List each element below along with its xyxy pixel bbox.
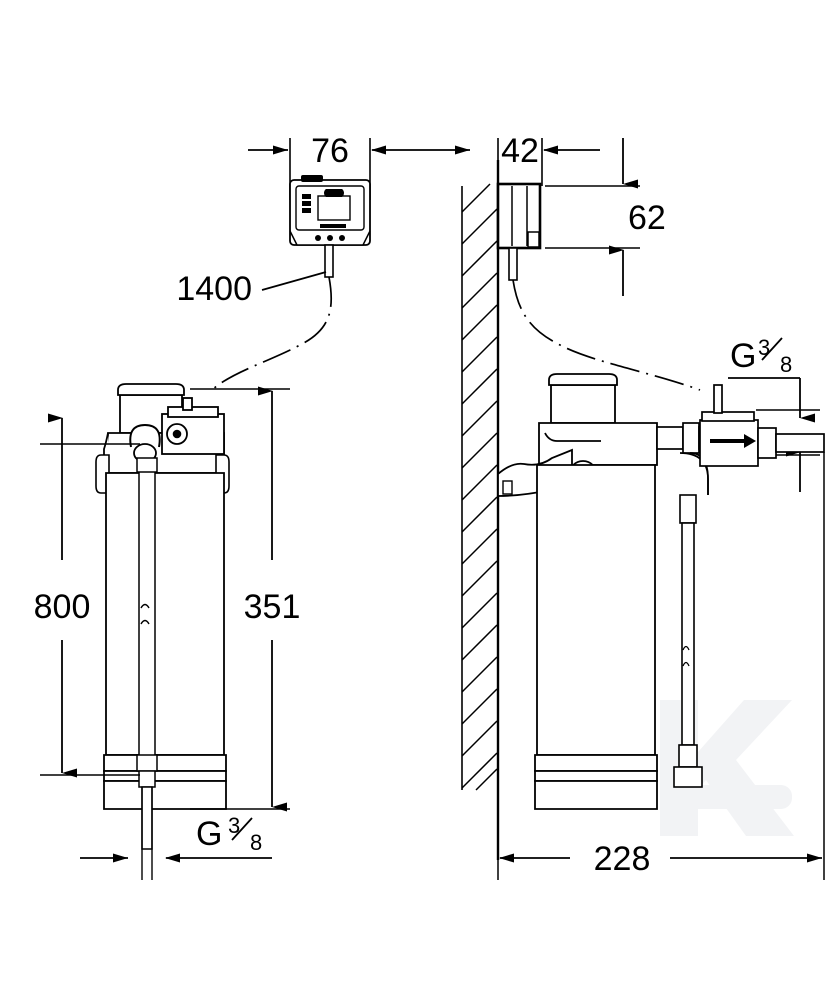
flow-direction-arrow (710, 434, 756, 448)
wall-section (461, 160, 500, 860)
filter-side-assembly (497, 373, 658, 810)
thread-denominator-inlet: 8 (780, 352, 792, 377)
thread-letter-inlet: G (730, 337, 756, 375)
dim-351-group (190, 386, 290, 812)
dim-control-unit-width: 76 (311, 132, 349, 170)
dim-228-group (497, 452, 825, 880)
control-unit-cable-stub-front (324, 244, 334, 278)
thread-label-inlet: G 3 8 (728, 335, 800, 379)
thread-letter-outlet: G (196, 815, 222, 853)
thread-numerator-inlet: 3 (758, 335, 770, 360)
dim-control-unit-height: 62 (628, 199, 666, 237)
dim-assembly-depth: 228 (594, 840, 651, 878)
wall-section-hatching (461, 183, 498, 791)
cable-leader-line (261, 271, 327, 291)
filter-front-assembly (95, 383, 230, 850)
control-unit-display (317, 189, 351, 221)
dim-control-unit-depth: 42 (501, 132, 539, 170)
dim-filter-head-height: 351 (244, 588, 301, 626)
dim-800-group (40, 413, 140, 778)
control-unit-buttons[interactable] (302, 194, 346, 241)
control-unit-side-details (511, 186, 540, 248)
dim-filter-total-height: 800 (34, 588, 91, 626)
thread-denominator-outlet: 8 (250, 830, 262, 855)
thread-numerator-outlet: 3 (228, 813, 240, 838)
cable-path-front (211, 276, 333, 391)
cable-path-side (512, 279, 701, 391)
height-62-dimension-group (545, 138, 640, 296)
outlet-thread-dim-group (80, 787, 272, 880)
thread-label-outlet: G 3 8 (196, 813, 262, 855)
flexible-hose-side (673, 494, 703, 788)
control-unit-cable-stub-side (508, 247, 518, 281)
dim-cable-length: 1400 (176, 270, 252, 308)
